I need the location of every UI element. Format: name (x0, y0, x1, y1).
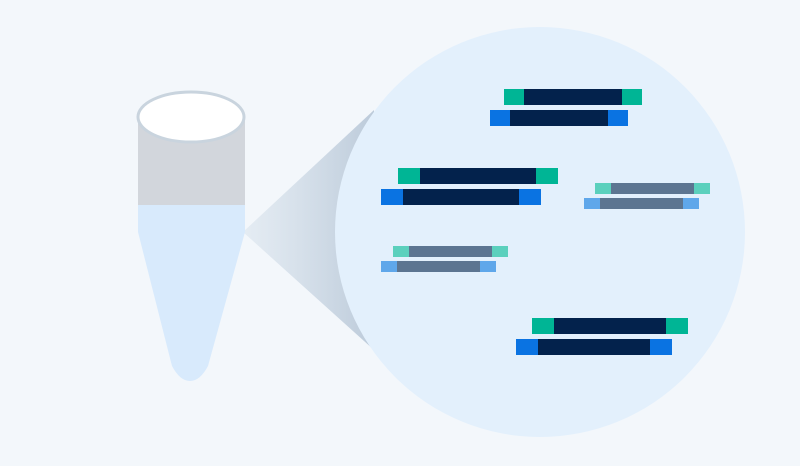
adapter-blue-right (650, 339, 672, 355)
sample-tube (136, 90, 246, 381)
insert-top-strand (524, 89, 622, 105)
adapter-teal-right (492, 246, 508, 257)
adapter-teal-right (666, 318, 688, 334)
dna-fragment-2 (381, 168, 558, 205)
insert-top-strand (409, 246, 492, 257)
insert-bottom-strand (397, 261, 480, 272)
adapter-teal-left (532, 318, 554, 334)
insert-top-strand (420, 168, 536, 184)
adapter-blue-left (381, 189, 403, 205)
insert-bottom-strand (510, 110, 608, 126)
adapter-blue-right (683, 198, 699, 209)
adapter-blue-left (490, 110, 510, 126)
insert-top-strand (611, 183, 694, 194)
adapter-blue-left (381, 261, 397, 272)
adapter-teal-right (694, 183, 710, 194)
tube-cap (136, 90, 246, 144)
tube-liquid (138, 205, 245, 381)
adapter-teal-left (595, 183, 611, 194)
adapter-teal-right (622, 89, 642, 105)
insert-top-strand (554, 318, 666, 334)
adapter-teal-left (504, 89, 524, 105)
insert-bottom-strand (403, 189, 519, 205)
dna-fragment-4 (381, 246, 508, 272)
adapter-blue-left (584, 198, 600, 209)
insert-bottom-strand (600, 198, 683, 209)
dna-fragment-1 (490, 89, 642, 126)
dna-fragment-3 (584, 183, 710, 209)
adapter-teal-left (398, 168, 420, 184)
magnifier-cone (243, 110, 374, 350)
magnifier-circle (335, 27, 745, 437)
insert-bottom-strand (538, 339, 650, 355)
adapter-blue-right (480, 261, 496, 272)
adapter-blue-right (519, 189, 541, 205)
dna-fragment-5 (516, 318, 688, 355)
adapter-blue-left (516, 339, 538, 355)
adapter-teal-right (536, 168, 558, 184)
adapter-blue-right (608, 110, 628, 126)
adapter-teal-left (393, 246, 409, 257)
